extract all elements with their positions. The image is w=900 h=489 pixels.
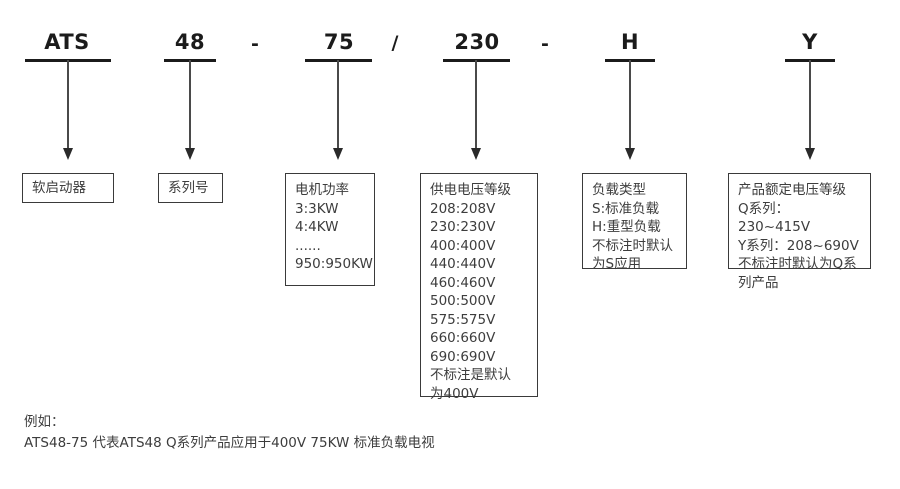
code-segment-motor-power: 75 bbox=[323, 30, 355, 54]
arrow-head-rated-voltage bbox=[805, 148, 815, 160]
code-segment-ats: ATS bbox=[44, 30, 90, 54]
arrow-head-load-type bbox=[625, 148, 635, 160]
description-box-supply-voltage: 供电电压等级 208:208V 230:230V 400:400V 440:44… bbox=[420, 173, 538, 402]
separator-dash-2: - bbox=[541, 33, 549, 55]
code-segment-rated-voltage: Y bbox=[802, 30, 818, 54]
arrow-shaft-ats bbox=[67, 60, 69, 150]
description-box-ats: 软启动器 bbox=[22, 173, 114, 203]
arrow-head-motor-power bbox=[333, 148, 343, 160]
code-segment-supply-voltage: 230 bbox=[454, 30, 500, 54]
arrow-shaft-rated-voltage bbox=[809, 60, 811, 150]
code-segment-series: 48 bbox=[174, 30, 206, 54]
description-box-rated-voltage: 产品额定电压等级 Q系列：230~415V Y系列：208~690V 不标注时默… bbox=[728, 173, 871, 291]
description-box-load-type: 负载类型 S:标准负载 H:重型负载 不标注时默认 为S应用 bbox=[582, 173, 687, 272]
arrow-head-supply-voltage bbox=[471, 148, 481, 160]
description-box-series: 系列号 bbox=[158, 173, 223, 203]
arrow-shaft-motor-power bbox=[337, 60, 339, 150]
footer-example: ATS48-75 代表ATS48 Q系列产品应用于400V 75KW 标准负载电… bbox=[24, 435, 435, 451]
arrow-head-ats bbox=[63, 148, 73, 160]
footer-label: 例如： bbox=[24, 414, 65, 430]
arrow-head-series bbox=[185, 148, 195, 160]
separator-slash: / bbox=[391, 32, 399, 54]
description-box-motor-power: 电机功率 3:3KW 4:4KW ...... 950:950KW bbox=[285, 173, 375, 286]
code-segment-load-type: H bbox=[620, 30, 640, 54]
arrow-shaft-series bbox=[189, 60, 191, 150]
arrow-shaft-supply-voltage bbox=[475, 60, 477, 150]
arrow-shaft-load-type bbox=[629, 60, 631, 150]
separator-dash-1: - bbox=[251, 33, 259, 55]
